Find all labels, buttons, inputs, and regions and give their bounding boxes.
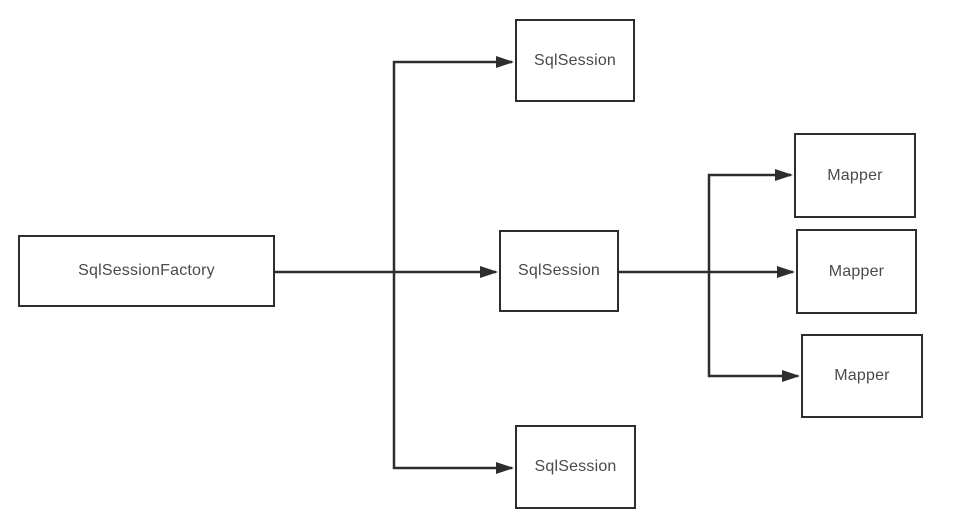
node-mapper-middle: Mapper <box>796 229 917 314</box>
node-label: Mapper <box>828 262 885 280</box>
edge-session-mid-to-mapper-top <box>707 169 793 272</box>
node-label: SqlSessionFactory <box>78 262 215 279</box>
node-sqlsession-top: SqlSession <box>515 19 635 102</box>
node-label: Mapper <box>834 367 890 384</box>
node-label: SqlSession <box>517 262 601 279</box>
edge-factory-to-session-top <box>392 56 514 272</box>
node-mapper-bottom: Mapper <box>801 334 923 418</box>
node-label: Mapper <box>827 166 883 184</box>
node-sqlsession-middle: SqlSession <box>499 230 619 312</box>
node-sqlsession-bottom: SqlSession <box>515 425 636 509</box>
node-sqlsessionfactory: SqlSessionFactory <box>18 235 275 307</box>
node-label: SqlSession <box>533 51 617 69</box>
edge-factory-to-session-bottom <box>392 272 514 474</box>
node-mapper-top: Mapper <box>794 133 916 218</box>
edge-session-mid-to-mapper-bottom <box>707 272 800 382</box>
node-label: SqlSession <box>534 458 617 475</box>
